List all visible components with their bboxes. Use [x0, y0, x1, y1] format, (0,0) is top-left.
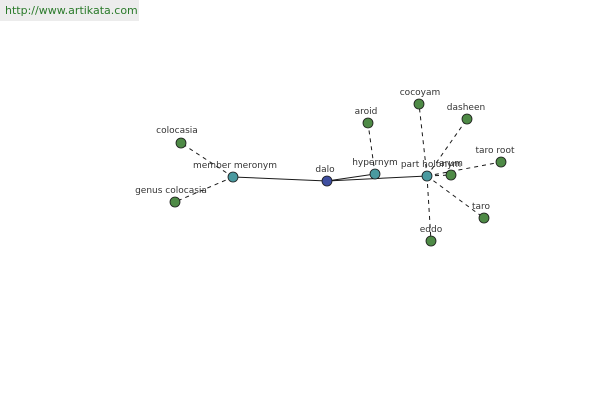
word-taro-label[interactable]: taro	[472, 202, 491, 212]
edge-member-meronym-colocasia	[180, 142, 234, 178]
word-taro-node[interactable]	[478, 212, 490, 224]
word-genus-colocasia-node[interactable]	[169, 196, 181, 208]
word-dalo-label[interactable]: dalo	[315, 165, 335, 175]
edge-member-meronym-genus-colocasia	[174, 176, 234, 203]
relation-hypernym-node[interactable]	[369, 168, 381, 180]
word-dasheen-label[interactable]: dasheen	[447, 103, 485, 113]
word-aroid-label[interactable]: aroid	[355, 107, 378, 117]
relation-member-meronym-node[interactable]	[227, 171, 239, 183]
relation-hypernym-label[interactable]: hypernym	[352, 158, 398, 168]
source-url-text[interactable]: http://www.artikata.com	[5, 4, 138, 17]
word-colocasia-label[interactable]: colocasia	[156, 126, 198, 136]
edge-part-holonym-taro	[426, 175, 485, 219]
word-eddo-label[interactable]: eddo	[420, 225, 443, 235]
word-cocoyam-label[interactable]: cocoyam	[400, 88, 441, 98]
source-url-banner[interactable]: http://www.artikata.com	[0, 0, 139, 21]
graph-edges	[174, 103, 502, 242]
word-arum-label[interactable]: arum	[439, 159, 463, 169]
relation-member-meronym-label[interactable]: member meronym	[193, 161, 277, 171]
relation-part-holonym-node[interactable]	[421, 170, 433, 182]
edge-dalo-member-meronym	[232, 176, 328, 182]
word-taro-root-node[interactable]	[495, 156, 507, 168]
relation-part-holonym-label[interactable]: part holonym	[401, 160, 461, 170]
word-dasheen-node[interactable]	[461, 113, 473, 125]
word-genus-colocasia-label[interactable]: genus colocasia	[135, 186, 207, 196]
word-eddo-node[interactable]	[425, 235, 437, 247]
edge-hypernym-aroid	[367, 122, 376, 175]
graph-nodes	[169, 98, 507, 247]
word-arum-node[interactable]	[445, 169, 457, 181]
word-taro-root-label[interactable]: taro root	[476, 146, 515, 156]
edge-dalo-hypernym	[326, 173, 376, 182]
word-cocoyam-node[interactable]	[413, 98, 425, 110]
edge-part-holonym-dasheen	[426, 118, 468, 177]
edge-part-holonym-eddo	[426, 175, 432, 242]
word-dalo-node[interactable]	[321, 175, 333, 187]
word-colocasia-node[interactable]	[175, 137, 187, 149]
word-aroid-node[interactable]	[362, 117, 374, 129]
